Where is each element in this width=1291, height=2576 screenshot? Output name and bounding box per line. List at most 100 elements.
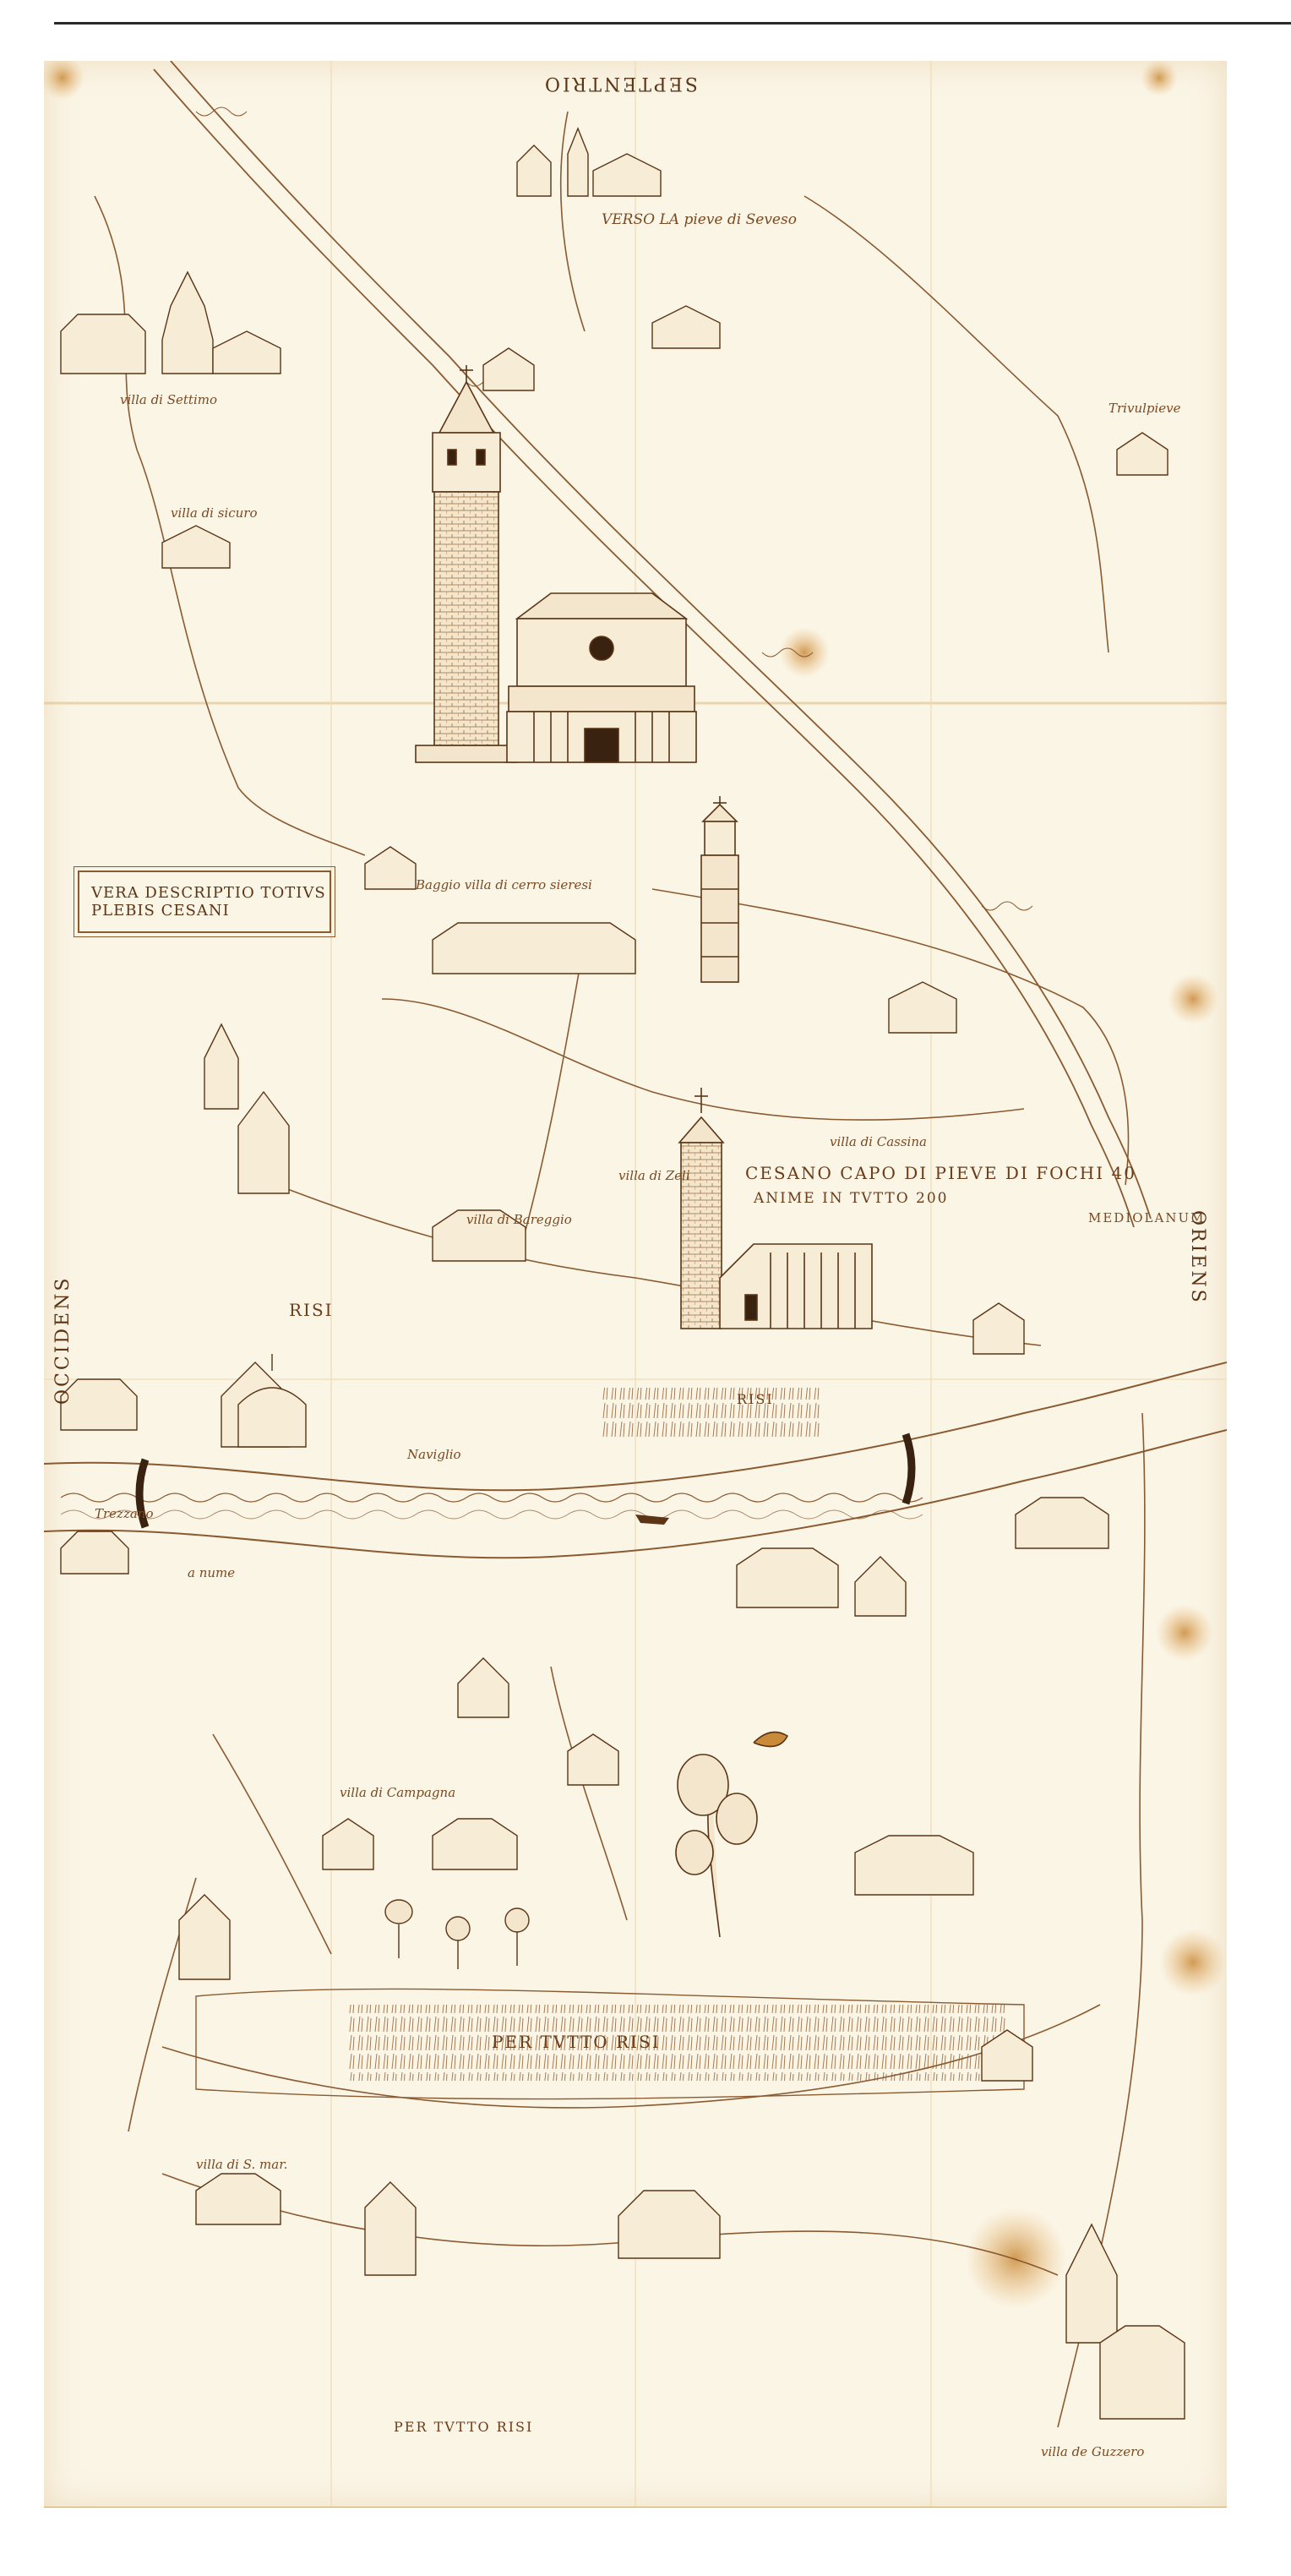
road xyxy=(381,998,1025,1121)
rice-field-center xyxy=(602,1388,821,1438)
house xyxy=(1015,1497,1109,1549)
stain xyxy=(44,61,84,100)
road xyxy=(94,195,366,856)
house xyxy=(364,846,417,890)
stain xyxy=(965,2208,1066,2309)
map-title-cartouche: VERA DESCRIPTIO TOTIVS PLEBIS CESANI xyxy=(74,866,335,937)
road xyxy=(651,888,1130,1186)
small-trees xyxy=(384,1899,530,1969)
house xyxy=(618,2190,721,2259)
house xyxy=(60,1531,129,1575)
house xyxy=(854,1835,974,1896)
house xyxy=(482,347,535,391)
rice-field-south xyxy=(348,2005,1007,2081)
house xyxy=(432,1209,526,1262)
house xyxy=(516,145,552,197)
house xyxy=(212,330,281,374)
map-sheet: SEPTENTRIO OCCIDENS ORIENS VERA DESCRIPT… xyxy=(44,61,1227,2508)
road xyxy=(161,2173,1059,2276)
road xyxy=(803,195,1109,653)
house xyxy=(178,1894,231,1980)
field-label-risi-west: RISI xyxy=(289,1300,334,1320)
label-villa-di-bareggio: villa di Bareggio xyxy=(466,1212,572,1227)
canal-bank xyxy=(170,61,1152,1220)
stain xyxy=(779,627,830,678)
stain xyxy=(1156,1604,1213,1662)
field-label-risi-center: RISI xyxy=(737,1391,774,1407)
field-border xyxy=(195,1988,1025,2100)
domed-church xyxy=(237,1354,307,1448)
house xyxy=(457,1657,509,1718)
house xyxy=(237,1090,290,1194)
house xyxy=(432,1818,518,1870)
house xyxy=(60,1378,138,1431)
house xyxy=(364,2181,417,2276)
field-label-per-tutto-risi-mid: PER TVTTO RISI xyxy=(492,2032,661,2052)
stain xyxy=(1159,1929,1227,1996)
house xyxy=(592,153,662,197)
label-a-nume: a nume xyxy=(188,1565,236,1580)
map-drawing xyxy=(44,61,1227,2508)
house xyxy=(161,270,214,374)
canal-bank xyxy=(153,68,1135,1228)
compass-north-label: SEPTENTRIO xyxy=(542,73,698,94)
stain xyxy=(1141,61,1178,96)
top-rule xyxy=(54,22,1291,25)
cesano-label-line1: CESANO CAPO DI PIEVE DI FOCHI 40 xyxy=(745,1163,1136,1183)
label-trezzano: Trezzano xyxy=(95,1506,154,1521)
house xyxy=(161,525,231,569)
label-villa-de-guzzero: villa de Guzzero xyxy=(1041,2444,1145,2459)
house xyxy=(1099,2325,1185,2420)
label-mediolanum: MEDIOLANUM xyxy=(1088,1210,1206,1225)
naviglio-wave xyxy=(60,1493,923,1503)
naviglio-wave xyxy=(60,1509,923,1520)
map-title-line2: PLEBIS CESANI xyxy=(91,902,230,920)
house xyxy=(60,314,146,374)
house xyxy=(854,1556,907,1617)
cesano-tower xyxy=(700,796,739,983)
label-trivulpieve: Trivulpieve xyxy=(1109,401,1181,416)
house xyxy=(1065,2223,1118,2344)
road xyxy=(516,939,586,1262)
label-villa-settimo: villa di Settimo xyxy=(120,392,218,407)
house xyxy=(195,2173,281,2225)
road xyxy=(550,1666,628,1921)
label-villa-zeli: villa di Zeli xyxy=(618,1168,690,1183)
road xyxy=(559,111,586,332)
main-church xyxy=(506,592,697,763)
label-villa-sicuro: villa di sicuro xyxy=(171,505,258,521)
label-verso-pieve: VERSO LA pieve di Seveso xyxy=(602,211,797,228)
label-villa-campagna: villa di Campagna xyxy=(340,1785,456,1800)
bridge-west xyxy=(135,1458,150,1529)
house xyxy=(204,1023,239,1110)
label-villa-di-s-mar: villa di S. mar. xyxy=(196,2157,288,2172)
field-label-per-tutto-risi-bottom: PER TVTTO RISI xyxy=(394,2419,534,2435)
tree xyxy=(675,1731,789,1938)
compass-west-label: OCCIDENS xyxy=(52,1275,74,1405)
label-naviglio: Naviglio xyxy=(407,1447,461,1462)
house xyxy=(322,1818,374,1870)
cesano-church xyxy=(678,1088,873,1329)
house xyxy=(651,305,721,349)
boat xyxy=(635,1514,669,1525)
bridge-east xyxy=(902,1433,916,1505)
cesano-label-line2: ANIME IN TVTTO 200 xyxy=(754,1190,949,1207)
label-villa-baggio: Baggio villa di cerro sieresi xyxy=(416,877,592,892)
road xyxy=(254,1176,1042,1346)
naviglio-bank-north xyxy=(44,1362,1227,1492)
map-title-line1: VERA DESCRIPTIO TOTIVS xyxy=(91,884,326,902)
house xyxy=(736,1547,839,1608)
house xyxy=(567,127,589,197)
road xyxy=(212,1733,332,1955)
naviglio-bank-south xyxy=(44,1429,1227,1559)
house xyxy=(981,2029,1033,2082)
great-tower xyxy=(415,365,518,763)
house xyxy=(432,922,636,974)
house xyxy=(888,981,957,1034)
label-villa-cassina: villa di Cassina xyxy=(830,1134,927,1149)
house xyxy=(1116,432,1168,476)
house xyxy=(972,1302,1025,1355)
house xyxy=(567,1733,619,1786)
stain xyxy=(1168,974,1218,1024)
road xyxy=(128,1877,197,2132)
